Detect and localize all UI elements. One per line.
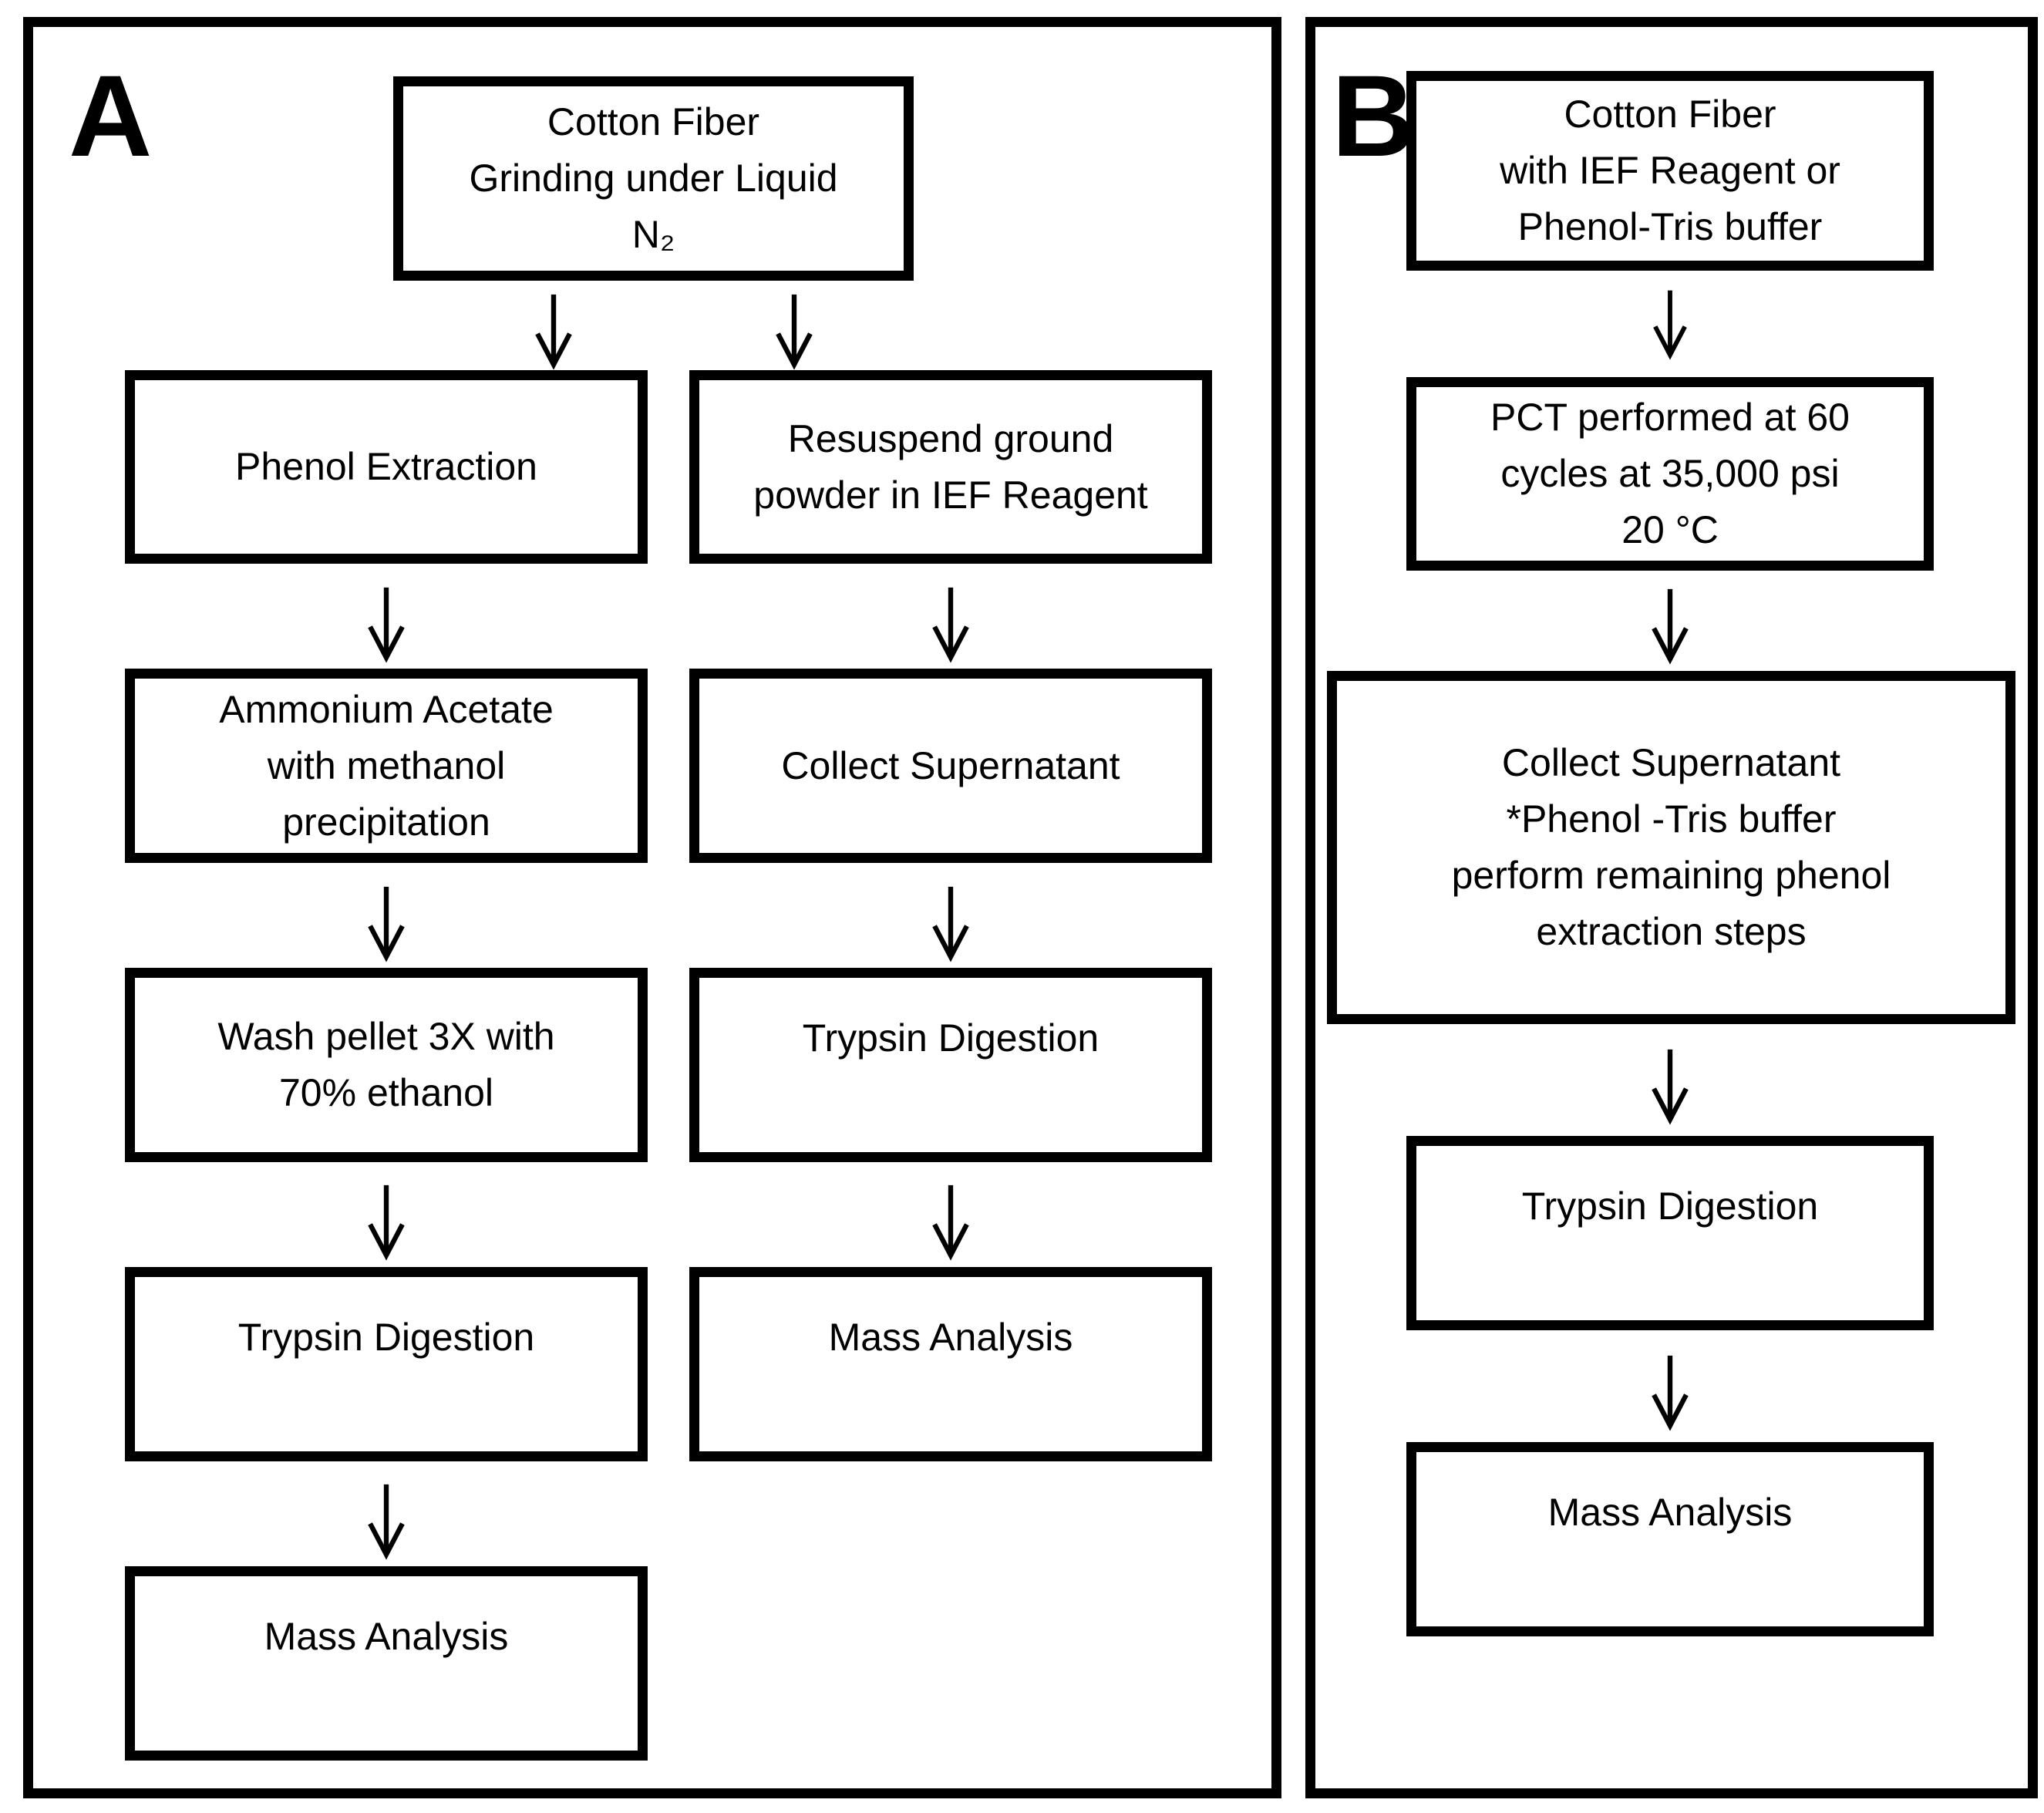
box-trypsin-digestion-a-right: Trypsin Digestion — [689, 968, 1212, 1162]
box-cotton-fiber-ief: Cotton Fiber with IEF Reagent or Phenol-… — [1406, 71, 1934, 271]
down-arrow-icon — [535, 294, 572, 370]
box-mass-analysis-a-left: Mass Analysis — [125, 1566, 648, 1761]
down-arrow-icon — [1652, 1049, 1689, 1125]
box-trypsin-digestion-b: Trypsin Digestion — [1406, 1136, 1934, 1330]
down-arrow-icon — [368, 1484, 405, 1560]
down-arrow-icon — [368, 886, 405, 962]
box-mass-analysis-b: Mass Analysis — [1406, 1442, 1934, 1636]
down-arrow-icon — [776, 294, 813, 370]
box-wash-pellet: Wash pellet 3X with 70% ethanol — [125, 968, 648, 1162]
down-arrow-icon — [1652, 1355, 1689, 1431]
down-arrow-icon — [1653, 290, 1687, 360]
box-collect-supernatant-a: Collect Supernatant — [689, 669, 1212, 863]
panel-b-label: B — [1332, 51, 1416, 180]
down-arrow-icon — [368, 1185, 405, 1261]
box-ammonium-acetate: Ammonium Acetate with methanol precipita… — [125, 669, 648, 863]
down-arrow-icon — [1652, 588, 1689, 665]
box-resuspend-ief: Resuspend ground powder in IEF Reagent — [689, 370, 1212, 564]
panel-a-label: A — [69, 51, 153, 180]
box-grinding-liquid-n2: Cotton Fiber Grinding under Liquid N₂ — [393, 76, 914, 281]
down-arrow-icon — [932, 1185, 969, 1261]
box-pct-cycles: PCT performed at 60 cycles at 35,000 psi… — [1406, 377, 1934, 571]
box-phenol-extraction: Phenol Extraction — [125, 370, 648, 564]
box-mass-analysis-a-right: Mass Analysis — [689, 1267, 1212, 1461]
panel-a: A Cotton Fiber Grinding under Liquid N₂ … — [23, 17, 1281, 1798]
box-trypsin-digestion-a-left: Trypsin Digestion — [125, 1267, 648, 1461]
box-collect-supernatant-b: Collect Supernatant *Phenol -Tris buffer… — [1327, 671, 2015, 1024]
down-arrow-icon — [368, 587, 405, 663]
down-arrow-icon — [932, 587, 969, 663]
down-arrow-icon — [932, 886, 969, 962]
panel-b: B Cotton Fiber with IEF Reagent or Pheno… — [1305, 17, 2038, 1798]
